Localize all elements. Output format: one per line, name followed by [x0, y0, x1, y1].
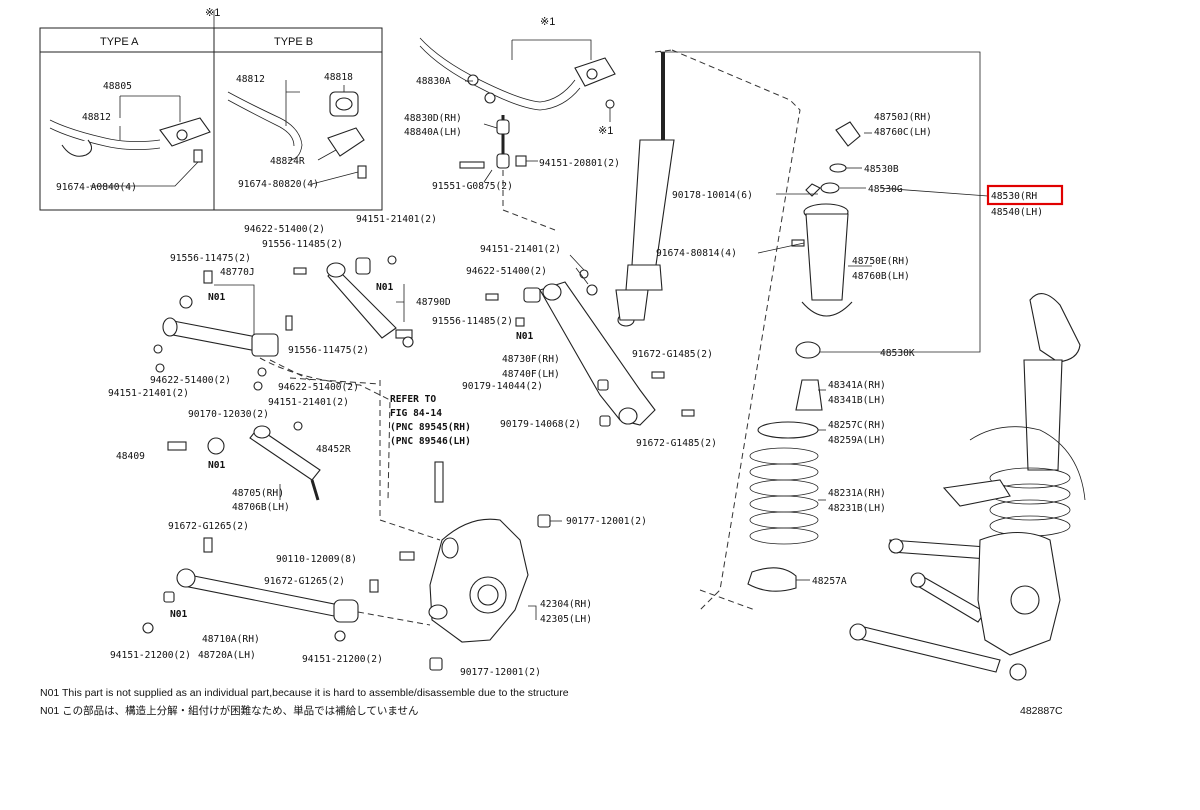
refer-line-4: (PNC 89546(LH)	[390, 436, 471, 447]
label-48540-LH: 48540(LH)	[991, 207, 1043, 218]
label-N01-d: N01	[170, 609, 188, 620]
label-91556-11485-b: 91556-11485(2)	[432, 316, 513, 327]
stabilizer-bar-group: ※1 ※1 48830A 48830D(RH) 48840A(LH) 94151…	[404, 16, 620, 231]
label-48341B: 48341B(LH)	[828, 395, 886, 406]
footnote-japanese: N01 この部品は、構造上分解・組付けが困難なため、単品では補給していません	[40, 704, 419, 717]
label-48341A: 48341A(RH)	[828, 380, 886, 391]
label-94151-21401-c: 94151-21401(2)	[268, 397, 349, 408]
label-90110-12009: 90110-12009(8)	[276, 554, 357, 565]
label-91556-11485-a: 91556-11485(2)	[262, 239, 343, 250]
label-48740F: 48740F(LH)	[502, 369, 560, 380]
label-N01-b: N01	[376, 282, 394, 293]
label-42305: 42305(LH)	[540, 614, 592, 625]
footnotes: N01 This part is not supplied as an indi…	[40, 687, 1063, 717]
refer-line-2: FIG 84-14	[390, 408, 442, 419]
label-94151-21200-a: 94151-21200(2)	[110, 650, 191, 661]
label-94622-51400-c: 94622-51400(2)	[278, 382, 359, 393]
note-mark-1: ※1	[205, 7, 220, 19]
label-91672-G1265-b: 91672-G1265(2)	[264, 576, 345, 587]
label-48830D: 48830D(RH)	[404, 113, 462, 124]
label-48710A: 48710A(RH)	[202, 634, 260, 645]
label-N01-c: N01	[208, 460, 226, 471]
label-48812-a: 48812	[82, 112, 111, 123]
label-48706B: 48706B(LH)	[232, 502, 290, 513]
label-91672-G1265-a: 91672-G1265(2)	[168, 521, 249, 532]
center-arm-group: 94151-21401(2) 94622-51400(2) 91556-1148…	[432, 244, 717, 449]
label-48720A: 48720A(LH)	[198, 650, 256, 661]
note-mark-3: ※1	[598, 125, 613, 137]
selected-part-highlight[interactable]	[986, 184, 1064, 206]
label-48790D: 48790D	[416, 297, 451, 308]
label-91674-A0840: 91674-A0840(4)	[56, 182, 137, 193]
refer-to-note: REFER TO FIG 84-14 (PNC 89545(RH) (PNC 8…	[379, 380, 471, 541]
label-90179-14068: 90179-14068(2)	[500, 419, 581, 430]
figure-code: 482887C	[1020, 705, 1063, 717]
label-48530-RH[interactable]: 48530(RH	[991, 191, 1037, 202]
label-91674-80820: 91674-80820(4)	[238, 179, 319, 190]
label-90178-10014: 90178-10014(6)	[672, 190, 753, 201]
label-48818: 48818	[324, 72, 353, 83]
label-48830A: 48830A	[416, 76, 451, 87]
label-94622-51400-a: 94622-51400(2)	[244, 224, 325, 235]
label-48530B: 48530B	[864, 164, 899, 175]
refer-line-1: REFER TO	[390, 394, 436, 405]
label-48231A: 48231A(RH)	[828, 488, 886, 499]
label-94151-21200-b: 94151-21200(2)	[302, 654, 383, 665]
label-48760B: 48760B(LH)	[852, 271, 910, 282]
label-48770J: 48770J	[220, 267, 255, 278]
spring-stack: 48750J(RH) 48760C(LH) 48530B 48530G 9017…	[656, 112, 1064, 592]
label-48824R: 48824R	[270, 156, 305, 167]
label-48812-b: 48812	[236, 74, 265, 85]
label-48259A: 48259A(LH)	[828, 435, 886, 446]
label-48750E: 48750E(RH)	[852, 256, 910, 267]
label-N01-a: N01	[208, 292, 226, 303]
type-a-heading: TYPE A	[100, 36, 139, 48]
type-variant-box: ※1 TYPE A TYPE B 48805 48812 91674-A0840…	[39, 7, 383, 211]
upper-arms-group: 94622-51400(2) 94151-21401(2) 91556-1148…	[108, 214, 451, 501]
label-48805: 48805	[103, 81, 132, 92]
refer-line-3: (PNC 89545(RH)	[390, 422, 471, 433]
label-91674-80814: 91674-80814(4)	[656, 248, 737, 259]
label-48452R: 48452R	[316, 444, 351, 455]
label-48840A: 48840A(LH)	[404, 127, 462, 138]
label-91556-11475-a: 91556-11475(2)	[170, 253, 251, 264]
assembled-suspension-view	[849, 293, 1086, 681]
label-48705: 48705(RH)	[232, 488, 284, 499]
label-91672-G1485-b: 91672-G1485(2)	[636, 438, 717, 449]
label-94151-20801: 94151-20801(2)	[539, 158, 620, 169]
label-90179-14044: 90179-14044(2)	[462, 381, 543, 392]
label-42304: 42304(RH)	[540, 599, 592, 610]
note-mark-2: ※1	[540, 16, 555, 28]
label-48530G: 48530G	[868, 184, 903, 195]
label-48760C: 48760C(LH)	[874, 127, 932, 138]
label-N01-e: N01	[516, 331, 534, 342]
label-48530K: 48530K	[880, 348, 915, 359]
shock-absorber	[615, 49, 981, 611]
label-48257C: 48257C(RH)	[828, 420, 886, 431]
label-91551-G0875: 91551-G0875(2)	[432, 181, 513, 192]
label-48231B: 48231B(LH)	[828, 503, 886, 514]
lower-arms-group: 90170-12030(2) 48452R 48409 N01 48705(RH…	[110, 409, 431, 665]
label-48409: 48409	[116, 451, 145, 462]
label-48257A: 48257A	[812, 576, 847, 587]
label-91556-11475-b: 91556-11475(2)	[288, 345, 369, 356]
label-90177-12001-a: 90177-12001(2)	[566, 516, 647, 527]
label-94151-21401-b: 94151-21401(2)	[108, 388, 189, 399]
label-94151-21401-d: 94151-21401(2)	[480, 244, 561, 255]
type-b-heading: TYPE B	[274, 36, 313, 48]
label-48750J: 48750J(RH)	[874, 112, 932, 123]
label-48730F: 48730F(RH)	[502, 354, 560, 365]
label-91672-G1485-a: 91672-G1485(2)	[632, 349, 713, 360]
label-90170-12030: 90170-12030(2)	[188, 409, 269, 420]
coil-spring	[749, 447, 819, 545]
label-94622-51400-b: 94622-51400(2)	[150, 375, 231, 386]
rear-axle-carrier: 90177-12001(2) 90177-12001(2) 42304(RH) …	[428, 514, 647, 678]
label-94151-21401-a: 94151-21401(2)	[356, 214, 437, 225]
footnote-english: N01 This part is not supplied as an indi…	[40, 687, 569, 699]
label-90177-12001-b: 90177-12001(2)	[460, 667, 541, 678]
label-94622-51400-d: 94622-51400(2)	[466, 266, 547, 277]
